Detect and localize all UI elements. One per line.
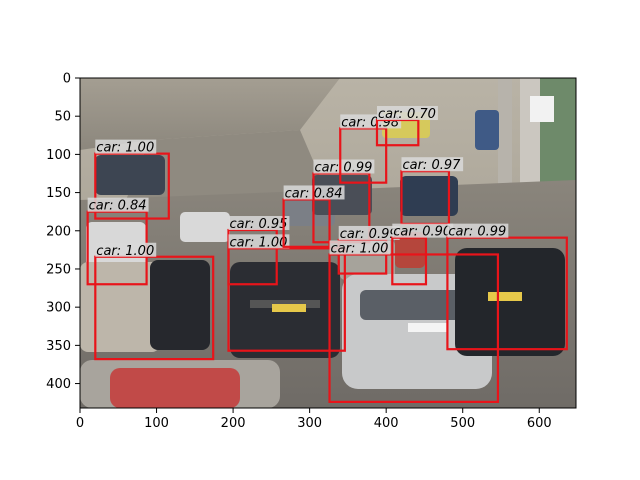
y-tick-label: 50 xyxy=(54,110,71,125)
detection-label: car: 1.00 xyxy=(229,235,287,250)
x-tick-label: 400 xyxy=(374,416,399,431)
y-tick-label: 100 xyxy=(46,148,71,163)
y-tick-label: 150 xyxy=(46,186,71,201)
detection-label-bg xyxy=(95,242,157,257)
detection-label: car: 0.99 xyxy=(448,225,506,240)
y-tick-label: 350 xyxy=(46,339,71,354)
detection-label: car: 0.99 xyxy=(314,160,372,175)
detection-label-bg xyxy=(447,223,509,238)
x-tick-label: 0 xyxy=(76,416,84,431)
detection-label-bg xyxy=(87,197,149,212)
x-tick-label: 600 xyxy=(527,416,552,431)
y-tick-label: 200 xyxy=(46,224,71,239)
y-tick-label: 0 xyxy=(63,72,71,87)
detection-label: car: 0.90 xyxy=(393,225,451,240)
detection-label: car: 0.99 xyxy=(340,227,398,242)
detection-label-bg xyxy=(228,216,290,231)
detection-box xyxy=(328,253,500,403)
detection-label-bg xyxy=(329,240,391,255)
detection-label: car: 1.00 xyxy=(96,141,154,156)
detection-label: car: 0.95 xyxy=(229,217,287,232)
y-tick-label: 250 xyxy=(46,262,71,277)
y-axis: 0 50 100 150 200 250 300 350 400 xyxy=(46,72,80,392)
detection-label: car: 1.00 xyxy=(331,241,389,256)
detection-label: car: 0.70 xyxy=(378,107,436,122)
detection-label-bg xyxy=(313,159,375,174)
y-tick-label: 400 xyxy=(46,377,71,392)
detection-label-bg xyxy=(401,157,464,172)
detection-label: car: 0.97 xyxy=(402,158,461,173)
detection-label-bg xyxy=(338,225,400,240)
detections-layer: car: 1.00 car: 0.84 car: 1.00 car: 0.95 car:… xyxy=(86,106,568,403)
detection-label-bg xyxy=(376,106,438,121)
detection-label: car: 1.00 xyxy=(96,244,154,259)
x-tick-label: 300 xyxy=(297,416,322,431)
x-tick-label: 500 xyxy=(450,416,475,431)
x-tick-label: 100 xyxy=(144,416,169,431)
detection-label: car: 0.84 xyxy=(89,199,147,214)
detection-label-bg xyxy=(392,223,454,238)
y-tick-label: 300 xyxy=(46,301,71,316)
axes-frame xyxy=(79,77,577,409)
detection-label-bg xyxy=(95,139,157,154)
detection-label-bg xyxy=(228,234,290,249)
x-axis: 0 100 200 300 400 500 600 xyxy=(76,408,552,431)
x-tick-label: 200 xyxy=(221,416,246,431)
detection-box xyxy=(339,127,388,184)
